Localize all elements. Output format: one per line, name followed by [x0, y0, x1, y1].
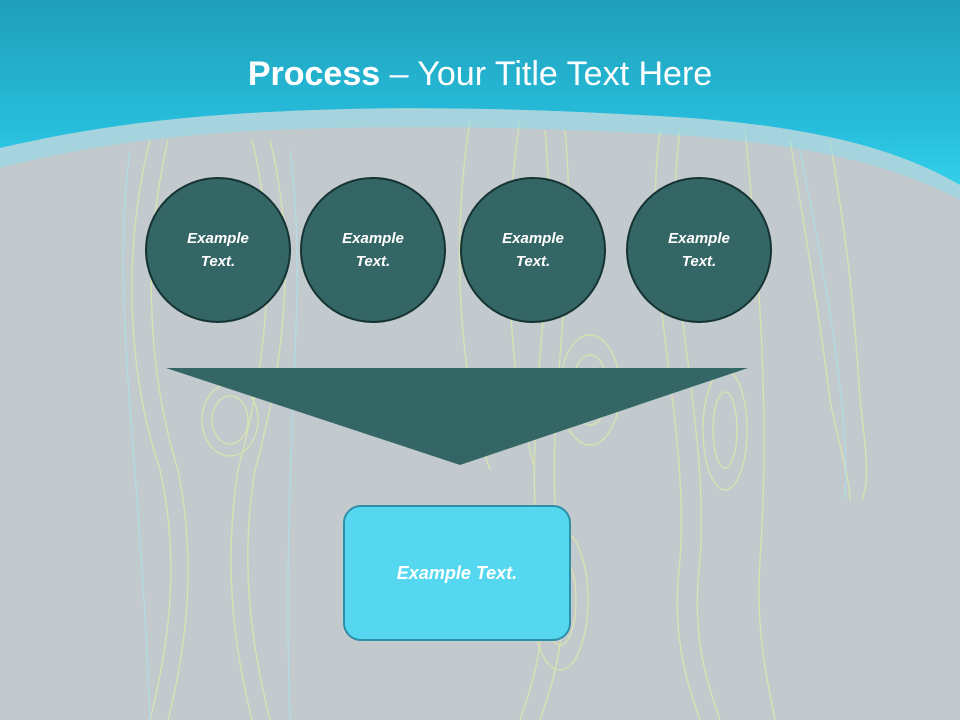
input-circle-2: Example Text. [300, 177, 446, 323]
result-label: Example Text. [396, 562, 518, 583]
input-circle-1-label: Example Text. [187, 230, 249, 270]
input-circle-4-label: Example Text. [668, 230, 730, 270]
input-circle-3: Example Text. [460, 177, 606, 323]
title-bold: Process [247, 55, 381, 93]
input-circle-3-label: Example Text. [502, 230, 564, 270]
input-circle-2-label: Example Text. [342, 230, 404, 270]
title-separator: – [380, 55, 418, 93]
title-banner [0, 0, 960, 185]
title-rest: Your Title Text Here [417, 55, 713, 93]
slide-title: Process – Your Title Text Here [0, 52, 960, 96]
result-box: Example Text. [343, 505, 571, 641]
input-circle-4: Example Text. [626, 177, 772, 323]
banner-wave-highlight [0, 108, 960, 200]
funnel-shape [166, 368, 748, 465]
input-circle-1: Example Text. [145, 177, 291, 323]
